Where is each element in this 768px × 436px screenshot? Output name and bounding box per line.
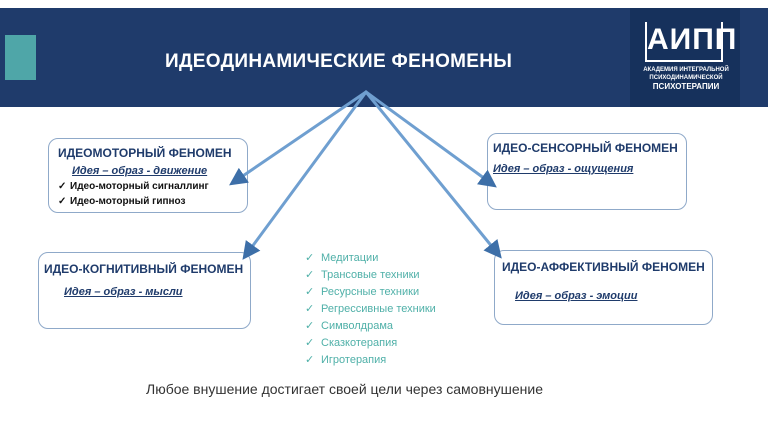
arrow-to-ideomotor <box>229 90 368 186</box>
technique-item: ✓Ресурсные техники <box>305 286 420 298</box>
slide-title: ИДЕОДИНАМИЧЕСКИЕ ФЕНОМЕНЫ <box>165 51 513 72</box>
technique-item: ✓Регрессивные техники <box>305 303 436 315</box>
ideocognitive-title: ИДЕО-КОГНИТИВНЫЙ ФЕНОМЕН <box>44 262 244 276</box>
logo-caption: АКАДЕМИЯ ИНТЕГРАЛЬНОЙ ПСИХОДИНАМИЧЕСКОЙ … <box>638 66 734 92</box>
check-icon: ✓ <box>58 196 67 207</box>
ideosensory-formula: Идея – образ - ощущения <box>493 163 634 175</box>
technique-item: ✓Трансовые техники <box>305 269 420 281</box>
arrow-to-ideosensory <box>364 90 497 188</box>
banner-accent <box>5 35 36 80</box>
logo-line-3: ПСИХОТЕРАПИИ <box>652 82 720 91</box>
logo-line-2: ПСИХОДИНАМИЧЕСКОЙ <box>649 75 723 81</box>
footer-note: Любое внушение достигает своей цели чере… <box>146 381 543 397</box>
logo-line-1: АКАДЕМИЯ ИНТЕГРАЛЬНОЙ <box>643 67 729 73</box>
check-icon: ✓ <box>305 320 315 332</box>
logo-mark: АИПП <box>645 22 736 62</box>
ideomotor-box <box>48 138 248 213</box>
ideoaffective-formula: Идея – образ - эмоции <box>515 290 638 302</box>
check-icon: ✓ <box>58 181 67 192</box>
technique-item: ✓Игротерапия <box>305 354 387 366</box>
check-icon: ✓ <box>305 337 315 349</box>
ideoaffective-title: ИДЕО-АФФЕКТИВНЫЙ ФЕНОМЕН <box>502 260 705 274</box>
ideocognitive-box <box>38 252 251 329</box>
ideomotor-item: ✓Идео-моторный сигналлинг <box>58 181 209 192</box>
ideosensory-title: ИДЕО-СЕНСОРНЫЙ ФЕНОМЕН <box>493 141 678 155</box>
ideomotor-formula: Идея – образ - движение <box>72 165 208 177</box>
ideocognitive-formula: Идея – образ - мысли <box>64 286 183 298</box>
arrow-to-ideocognitive <box>242 90 368 260</box>
ideoaffective-box <box>494 250 713 325</box>
technique-item: ✓Медитации <box>305 252 379 264</box>
check-icon: ✓ <box>305 303 315 315</box>
arrow-to-ideoaffective <box>364 90 502 259</box>
technique-item: ✓Сказкотерапия <box>305 337 398 349</box>
check-icon: ✓ <box>305 354 315 366</box>
check-icon: ✓ <box>305 286 315 298</box>
ideomotor-title: ИДЕОМОТОРНЫЙ ФЕНОМЕН <box>58 146 232 160</box>
ideomotor-item: ✓Идео-моторный гипноз <box>58 196 186 207</box>
check-icon: ✓ <box>305 252 315 264</box>
technique-item: ✓Символдрама <box>305 320 393 332</box>
check-icon: ✓ <box>305 269 315 281</box>
